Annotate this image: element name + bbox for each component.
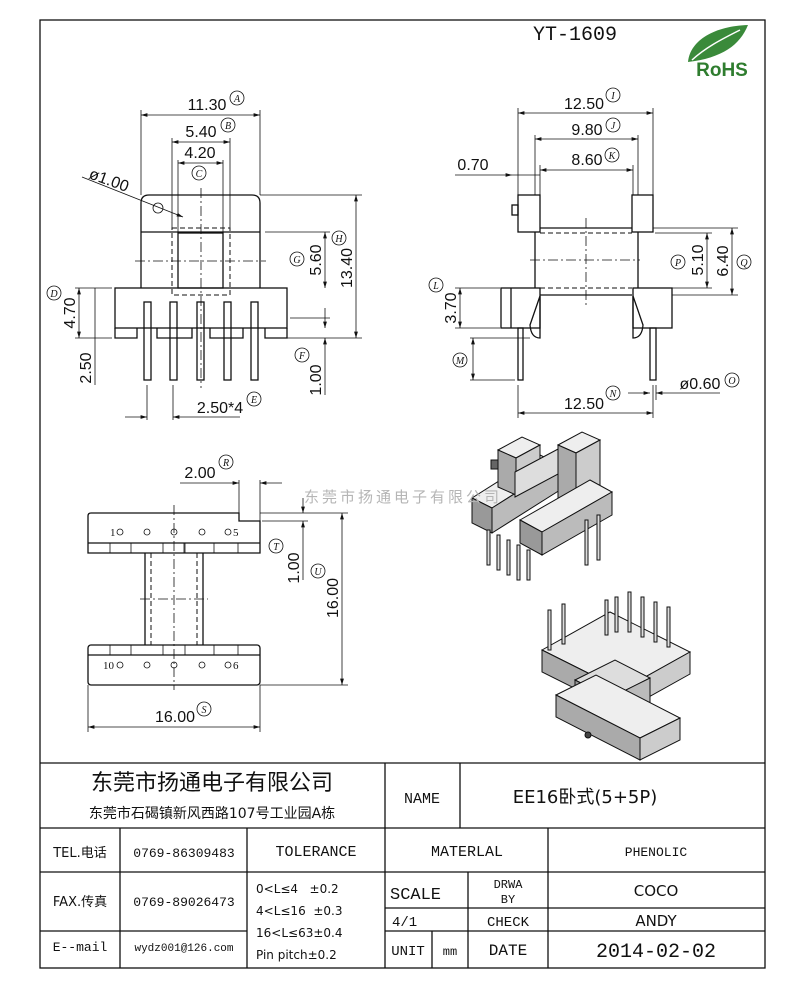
watermark: 东莞市扬通电子有限公司 [304,488,502,506]
tag-d: D [49,289,58,300]
check-label: CHECK [487,915,530,931]
name-label: NAME [404,791,440,808]
fax-value: 0769-89026473 [133,895,234,910]
company-name: 东莞市扬通电子有限公司 [91,771,333,796]
tolerance-label: TOLERANCE [275,844,356,861]
material-value: PHENOLIC [625,845,688,860]
tag-t: T [273,542,280,553]
dim-g: 5.60 [308,244,325,275]
tolerance-row: 0<L≤4 ±0.2 [256,882,339,896]
bottom-view: 1 5 10 6 2.00 R 1.00 T 16.00 U 16.00 S [87,454,348,732]
pin-label-1: 1 [110,527,116,539]
dim-j: 9.80 [571,122,602,139]
tag-u: U [314,567,322,578]
tag-m: M [455,356,465,367]
dim-d: 4.70 [62,297,79,328]
drawing-border [39,19,766,969]
title-block: 东莞市扬通电子有限公司 东莞市石碣镇新风西路107号工业园A栋 NAME EE1… [40,762,765,968]
dim-i: 12.50 [564,96,604,113]
tolerance-row: Pin pitch±0.2 [256,948,337,962]
unit-label: UNIT [391,944,425,960]
tag-e: E [250,395,257,406]
side-view: 12.50 I 9.80 J 8.60 K 0.70 5.10 P 6.40 Q… [428,87,752,418]
pin-label-10: 10 [103,660,115,672]
drawn-by-label-2: BY [501,893,515,907]
email-value: wydz001@126.com [134,943,233,955]
dim-c: 4.20 [184,145,215,162]
date-label: DATE [489,942,527,960]
dim-n: 12.50 [564,396,604,413]
dim-u: 16.00 [325,578,342,618]
dim-o: ø0.60 [680,376,721,393]
pin-label-5: 5 [233,527,239,539]
email-label: E--mail [53,940,108,955]
isometric-view-top [470,431,614,581]
isometric-view-bottom [540,591,692,761]
part-number: YT-1609 [533,24,617,47]
dim-l: 3.70 [443,292,460,323]
dim-b: 5.40 [185,124,216,141]
rohs-logo: RoHS [688,25,748,81]
dim-e: 2.50*4 [197,400,243,417]
front-view: 11.30 A 5.40 B 4.20 C ø1.00 13.40 H 5.60… [46,90,362,420]
pin-label-6: 6 [233,660,239,672]
tag-c: C [196,169,203,180]
check-value: ANDY [635,912,677,930]
dim-a: 11.30 [188,97,227,114]
tag-i: I [610,91,615,102]
dim-f: 1.00 [308,364,325,395]
date-value: 2014-02-02 [596,941,716,964]
name-value: EE16卧式(5+5P) [513,787,658,808]
tag-o: O [728,376,735,387]
tag-r: R [222,458,229,469]
dim-hole: ø1.00 [87,166,131,196]
tag-l: L [432,281,439,292]
tag-b: B [225,121,231,132]
tag-f: F [298,351,306,362]
dim-k: 8.60 [571,152,602,169]
fax-label: FAX.传真 [53,895,107,910]
drawn-by-value: COCO [634,882,679,900]
tag-s: S [202,705,207,716]
company-address: 东莞市石碣镇新风西路107号工业园A栋 [89,805,335,822]
dim-pin-length: 2.50 [78,352,95,383]
scale-value: 4/1 [392,915,417,931]
tag-j: J [611,121,616,132]
tolerance-row: 4<L≤16 ±0.3 [256,904,342,918]
tag-h: H [334,234,343,245]
dim-offset: 0.70 [457,157,488,174]
tag-g: G [293,255,300,266]
tag-k: K [608,151,617,162]
drawn-by-label: DRWA [494,878,524,892]
dim-r: 2.00 [184,465,215,482]
dim-q: 6.40 [715,245,732,276]
dim-h: 13.40 [339,248,356,288]
dim-t: 1.00 [286,552,303,583]
tag-p: P [674,258,681,269]
tag-q: Q [740,258,748,269]
tolerance-row: 16<L≤63±0.4 [256,926,342,940]
dim-p: 5.10 [690,244,707,275]
unit-value: mm [443,945,457,959]
dim-s: 16.00 [155,709,195,726]
tag-n: N [609,389,618,400]
tel-label: TEL.电话 [52,846,107,861]
tel-value: 0769-86309483 [133,846,234,861]
tag-a: A [233,94,241,105]
material-label: MATERLAL [431,844,503,861]
rohs-text: RoHS [696,60,748,81]
scale-label: SCALE [390,886,441,905]
